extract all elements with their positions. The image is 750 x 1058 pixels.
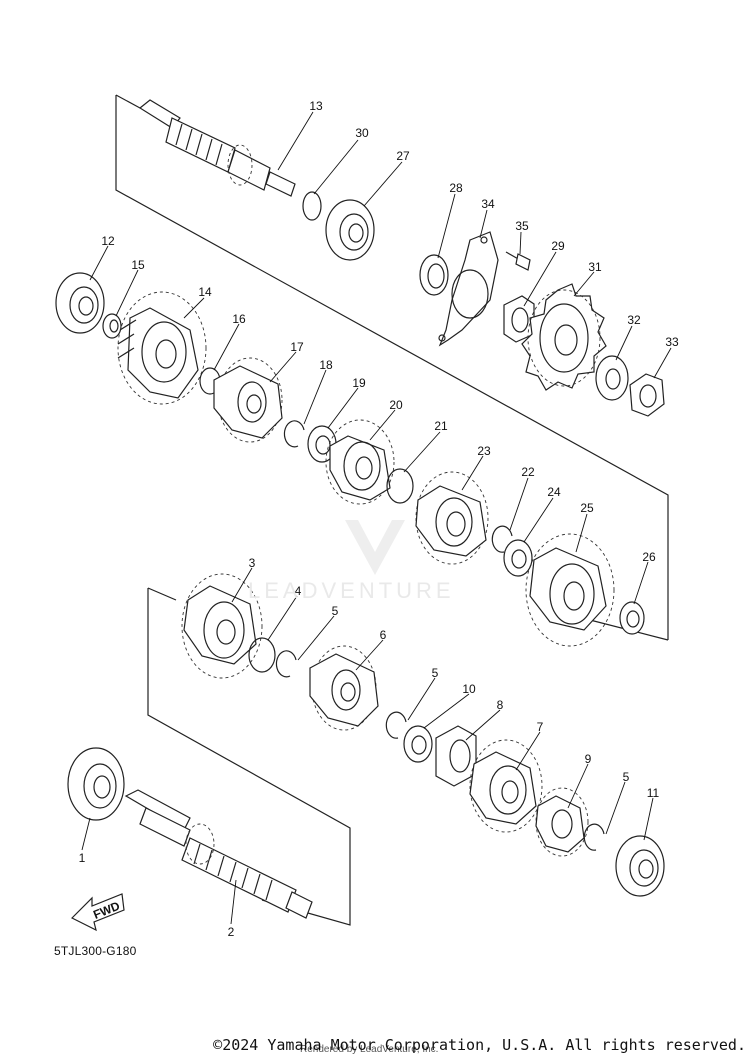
collar-29 [503, 295, 535, 343]
callout-19: 19 [352, 376, 366, 390]
leader-lines [81, 111, 672, 925]
washer-4 [248, 637, 276, 673]
callout-labels: 1 2 3 4 5 5 5 5 6 7 8 9 10 11 12 13 14 1… [79, 99, 679, 939]
circlip-22 [491, 525, 513, 553]
callout-15: 15 [131, 258, 145, 272]
callout-21: 21 [434, 419, 448, 433]
callout-22: 22 [521, 465, 535, 479]
fwd-label: FWD [91, 899, 122, 922]
callout-26: 26 [642, 550, 656, 564]
callout-34: 34 [481, 197, 495, 211]
bearing-12 [55, 272, 105, 334]
circlip-5b [385, 711, 407, 739]
drive-sprocket-31 [521, 283, 607, 391]
callout-28: 28 [449, 181, 463, 195]
washer-21 [386, 468, 414, 504]
callout-23: 23 [477, 444, 491, 458]
rendered-by: Rendered by LeadVenture, Inc. [300, 1044, 439, 1055]
callout-29: 29 [551, 239, 565, 253]
callout-30: 30 [355, 126, 369, 140]
callout-25: 25 [580, 501, 594, 515]
copyright-notice: ©2024 Yamaha Motor Corporation, U.S.A. A… [213, 1036, 746, 1054]
callout-5a: 5 [332, 604, 339, 618]
watermark-logo [345, 520, 405, 575]
circlip-18 [283, 420, 305, 448]
callout-5b: 5 [432, 666, 439, 680]
bearing-11 [615, 835, 665, 897]
callout-1: 1 [79, 851, 86, 865]
diagram-code: 5TJL300-G180 [54, 944, 137, 958]
main-axle [138, 99, 296, 197]
gear-20 [325, 419, 395, 505]
callout-20: 20 [389, 398, 403, 412]
callout-31: 31 [588, 260, 602, 274]
oil-seal-28 [419, 254, 449, 296]
callout-18: 18 [319, 358, 333, 372]
bolt-35 [505, 251, 531, 271]
callout-35: 35 [515, 219, 529, 233]
collar-26 [619, 601, 645, 635]
callout-14: 14 [198, 285, 212, 299]
plate-34 [438, 231, 499, 347]
bearing-8 [435, 725, 477, 787]
callout-16: 16 [232, 312, 246, 326]
collar-15 [102, 313, 122, 339]
gear-6 [309, 645, 379, 731]
bearing-27 [325, 199, 375, 261]
callout-24: 24 [547, 485, 561, 499]
lock-washer-32 [595, 355, 629, 401]
lower-shaft-frame [147, 587, 351, 926]
gear-14 [117, 291, 207, 405]
forward-direction-arrow: FWD [70, 893, 125, 932]
callout-9: 9 [585, 752, 592, 766]
washer-10 [403, 725, 433, 763]
callout-3: 3 [249, 556, 256, 570]
callout-17: 17 [290, 340, 304, 354]
callout-12: 12 [101, 234, 115, 248]
gear-7 [469, 739, 543, 833]
gear-9 [535, 787, 589, 857]
watermark-text: LEADVENTURE [248, 578, 455, 603]
gear-17 [213, 357, 283, 443]
circlip-5a [275, 650, 297, 678]
callout-32: 32 [627, 313, 641, 327]
nut-33 [629, 373, 665, 417]
callout-11: 11 [647, 786, 660, 800]
gear-23 [415, 471, 489, 565]
circlip-5c [583, 823, 605, 851]
washer-24 [503, 539, 533, 577]
gear-3 [181, 573, 263, 679]
drive-axle [124, 789, 313, 919]
gear-25 [525, 533, 615, 647]
callout-27: 27 [396, 149, 410, 163]
callout-6: 6 [380, 628, 387, 642]
callout-10: 10 [462, 682, 476, 696]
callout-8: 8 [497, 698, 504, 712]
callout-2: 2 [228, 925, 235, 939]
callout-7: 7 [537, 720, 544, 734]
callout-5c: 5 [623, 770, 630, 784]
bearing-1 [67, 747, 125, 821]
callout-4: 4 [295, 584, 302, 598]
o-ring [302, 191, 322, 221]
callout-13: 13 [309, 99, 323, 113]
callout-33: 33 [665, 335, 679, 349]
